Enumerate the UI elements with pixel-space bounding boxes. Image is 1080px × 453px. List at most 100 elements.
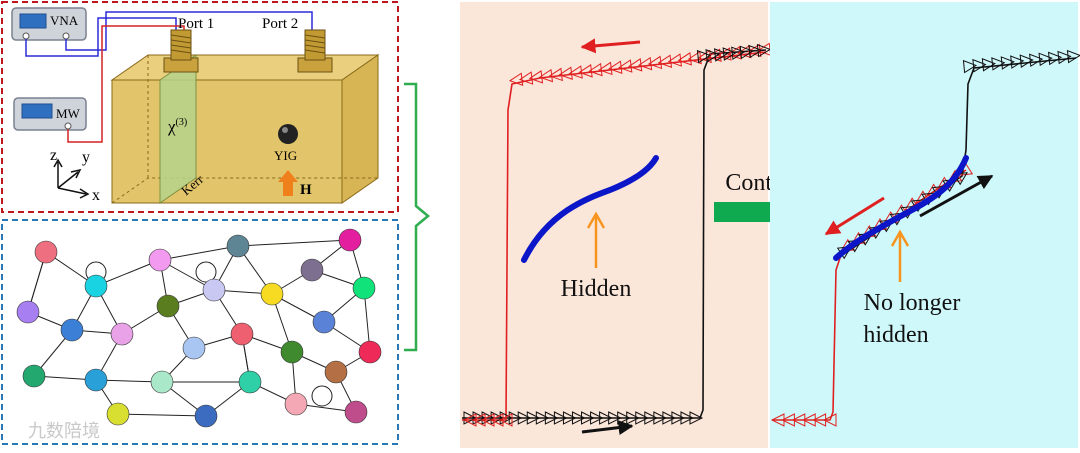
hysteresis-marker — [644, 411, 658, 425]
hysteresis-marker — [535, 411, 550, 425]
network-node — [312, 310, 336, 334]
network-loop — [195, 261, 217, 283]
network-node — [300, 258, 324, 282]
network-node — [106, 402, 130, 426]
yig-label: YIG — [274, 148, 297, 163]
green-bracket — [404, 82, 430, 352]
cavity-box — [110, 29, 380, 204]
mw-instrument: MW — [13, 97, 87, 131]
hysteresis-marker — [697, 49, 712, 64]
hysteresis-marker — [687, 50, 702, 65]
hysteresis-marker — [498, 413, 513, 427]
hysteresis-marker — [472, 411, 487, 425]
black-branch — [462, 49, 767, 419]
network-node — [156, 294, 180, 318]
hysteresis-marker — [657, 54, 673, 68]
hysteresis-marker — [1029, 53, 1044, 68]
hysteresis-marker — [558, 66, 573, 80]
hysteresis-marker — [1019, 54, 1034, 68]
hysteresis-marker — [653, 411, 667, 425]
hysteresis-marker — [568, 65, 583, 79]
chi3-label: χ(3) — [167, 117, 187, 136]
network-node — [260, 282, 284, 306]
vna-label: VNA — [50, 13, 79, 28]
hysteresis-marker — [508, 411, 523, 425]
red-direction-arrow — [580, 38, 641, 54]
hysteresis-marker — [972, 58, 987, 73]
hysteresis-marker — [667, 53, 682, 67]
yig-sphere — [278, 124, 298, 144]
hysteresis-marker — [548, 67, 563, 82]
network-node — [182, 336, 206, 360]
hysteresis-marker — [518, 71, 534, 85]
hysteresis-marker — [722, 47, 737, 61]
hysteresis-right-panel: No longer hidden — [770, 2, 1080, 448]
black-direction-arrow — [581, 420, 634, 436]
hysteresis-marker — [608, 60, 623, 74]
hysteresis-marker — [490, 411, 505, 425]
hidden-curve — [521, 155, 659, 263]
network-node — [16, 300, 40, 324]
hysteresis-marker — [571, 411, 586, 425]
no-longer-hidden-line1: No longer — [864, 290, 961, 316]
hysteresis-marker — [1000, 56, 1015, 70]
network-node — [284, 392, 308, 416]
hysteresis-marker — [1066, 49, 1080, 64]
network-edge — [117, 413, 207, 417]
hysteresis-marker — [489, 413, 504, 427]
port2-connector — [297, 29, 333, 73]
axes-icon — [53, 158, 90, 199]
hysteresis-marker — [480, 413, 495, 427]
hysteresis-marker — [1057, 50, 1072, 65]
hysteresis-marker — [618, 59, 633, 73]
port2-label: Port 2 — [262, 16, 298, 32]
network-node — [230, 322, 254, 346]
network-node — [324, 360, 348, 384]
cables — [25, 11, 313, 143]
network-node — [344, 400, 368, 424]
hysteresis-marker — [737, 44, 752, 59]
hysteresis-marker — [544, 411, 559, 425]
hysteresis-marker — [635, 411, 649, 425]
network-node — [150, 370, 174, 394]
network-node — [148, 248, 172, 272]
hysteresis-marker — [812, 413, 827, 427]
network-node — [238, 370, 262, 394]
hysteresis-marker — [791, 413, 806, 427]
hysteresis-marker — [608, 411, 622, 425]
hysteresis-marker — [463, 411, 478, 425]
hysteresis-marker — [637, 56, 653, 71]
setup-panel: VNA MW — [1, 1, 399, 213]
hysteresis-marker — [802, 413, 816, 427]
mw-label: MW — [56, 106, 81, 121]
no-longer-hidden-curve — [833, 155, 969, 261]
hysteresis-marker — [1038, 52, 1053, 67]
network-loop — [311, 385, 333, 407]
network-edge — [95, 259, 161, 287]
hysteresis-marker — [662, 411, 676, 425]
hysteresis-marker — [581, 411, 595, 425]
hysteresis-left-panel: Hidden — [460, 2, 772, 448]
network-node — [202, 278, 226, 302]
black-direction-arrow — [919, 174, 994, 218]
hysteresis-marker — [756, 43, 772, 58]
hysteresis-marker — [1010, 55, 1025, 69]
network-node — [110, 322, 134, 346]
watermark: 九数陪境 — [28, 421, 100, 441]
h-label: H — [300, 182, 312, 198]
hysteresis-marker — [528, 70, 544, 84]
hysteresis-marker — [696, 49, 712, 64]
hysteresis-marker — [538, 68, 554, 83]
hysteresis-marker — [748, 44, 763, 59]
hysteresis-markers-left — [462, 42, 772, 427]
network-node — [84, 368, 108, 392]
left-panel-bg — [460, 2, 768, 448]
network-node — [338, 228, 362, 252]
hysteresis-marker — [680, 411, 695, 425]
hysteresis-marker — [588, 62, 603, 77]
hysteresis-marker — [705, 49, 720, 63]
network-edge — [159, 245, 239, 261]
hysteresis-marker — [562, 411, 577, 425]
hysteresis-marker — [481, 411, 496, 425]
